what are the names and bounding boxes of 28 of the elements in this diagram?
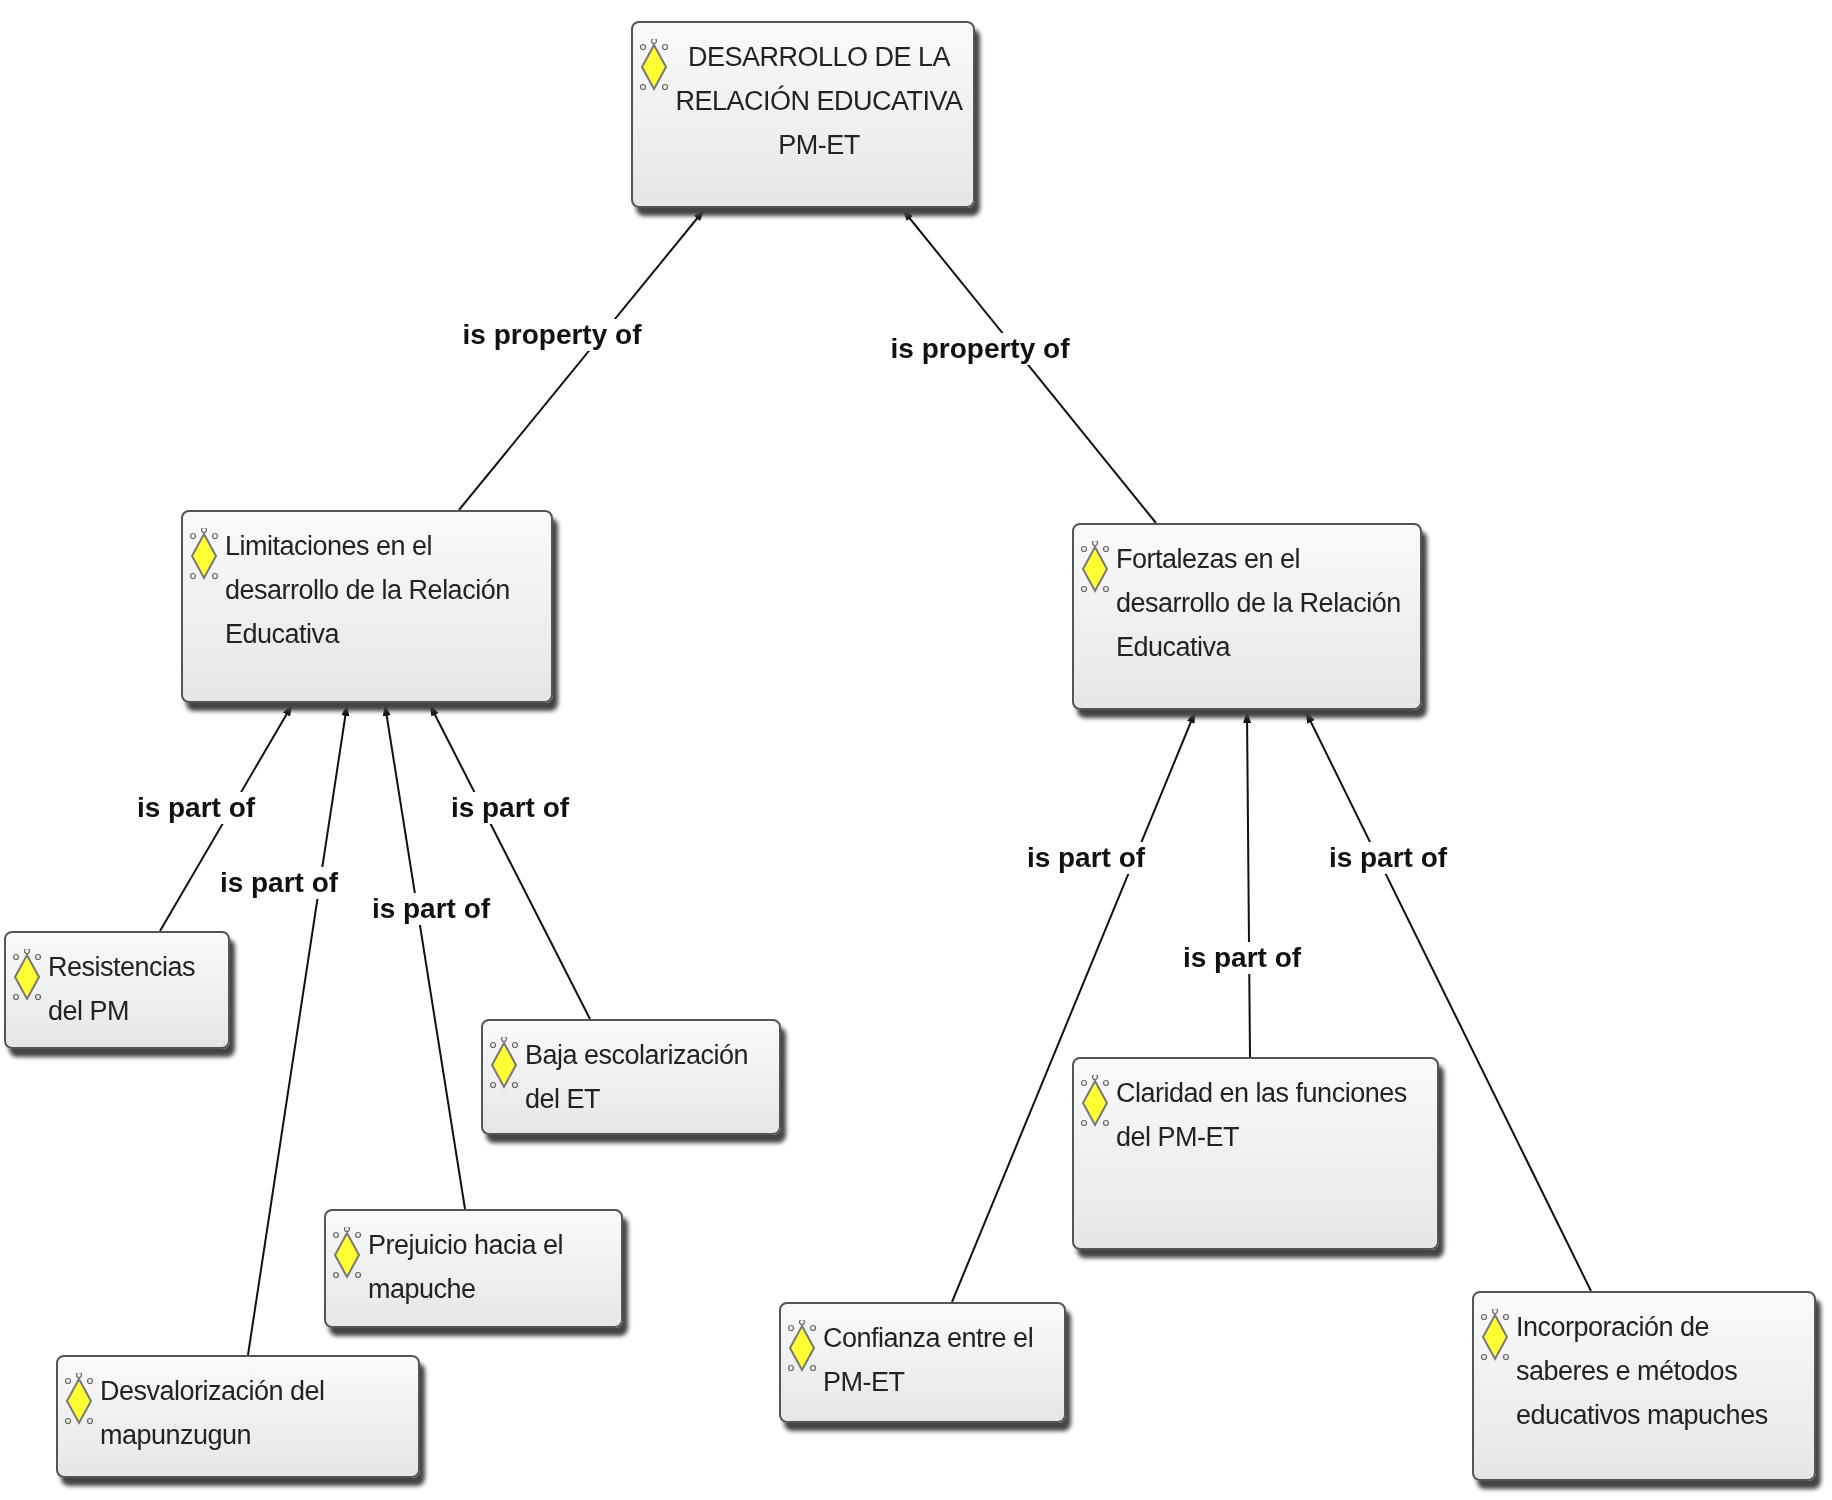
code-box (4, 931, 230, 1049)
code-box (481, 1019, 781, 1135)
arrow (951, 711, 1196, 1303)
code-box (324, 1209, 623, 1328)
arrow (382, 704, 466, 1210)
code-label: DESARROLLO DE LA RELACIÓN EDUCATIVA PM-ET (675, 41, 963, 162)
code-label: Limitaciones en el desarrollo de la Relación Educativa (225, 530, 511, 651)
code-label: Resistencias del PM (48, 951, 197, 1028)
arrow (429, 704, 591, 1020)
arrow (1243, 711, 1252, 1058)
code-box (1072, 1057, 1439, 1250)
arrow (1305, 711, 1592, 1292)
code-label: Prejuicio hacia el mapuche (368, 1229, 565, 1306)
code-label: Fortalezas en el desarrollo de la Relación Educativa (1116, 543, 1402, 664)
code-box (1072, 523, 1422, 710)
code-label: Confianza entre el PM-ET (823, 1322, 1035, 1399)
code-label: Baja escolarización del ET (525, 1039, 750, 1116)
code-box (631, 21, 975, 208)
code-box (779, 1302, 1066, 1423)
arrow (247, 704, 350, 1356)
code-label: Claridad en las funciones del PM-ET (1116, 1077, 1408, 1154)
arrow (902, 209, 1157, 524)
code-box (1472, 1291, 1816, 1481)
code-box (181, 510, 553, 703)
code-label: Desvalorización del mapunzugun (100, 1375, 326, 1452)
code-box (56, 1355, 420, 1478)
arrow (458, 209, 705, 511)
code-label: Incorporación de saberes e métodos educativos mapuches (1516, 1311, 1769, 1432)
